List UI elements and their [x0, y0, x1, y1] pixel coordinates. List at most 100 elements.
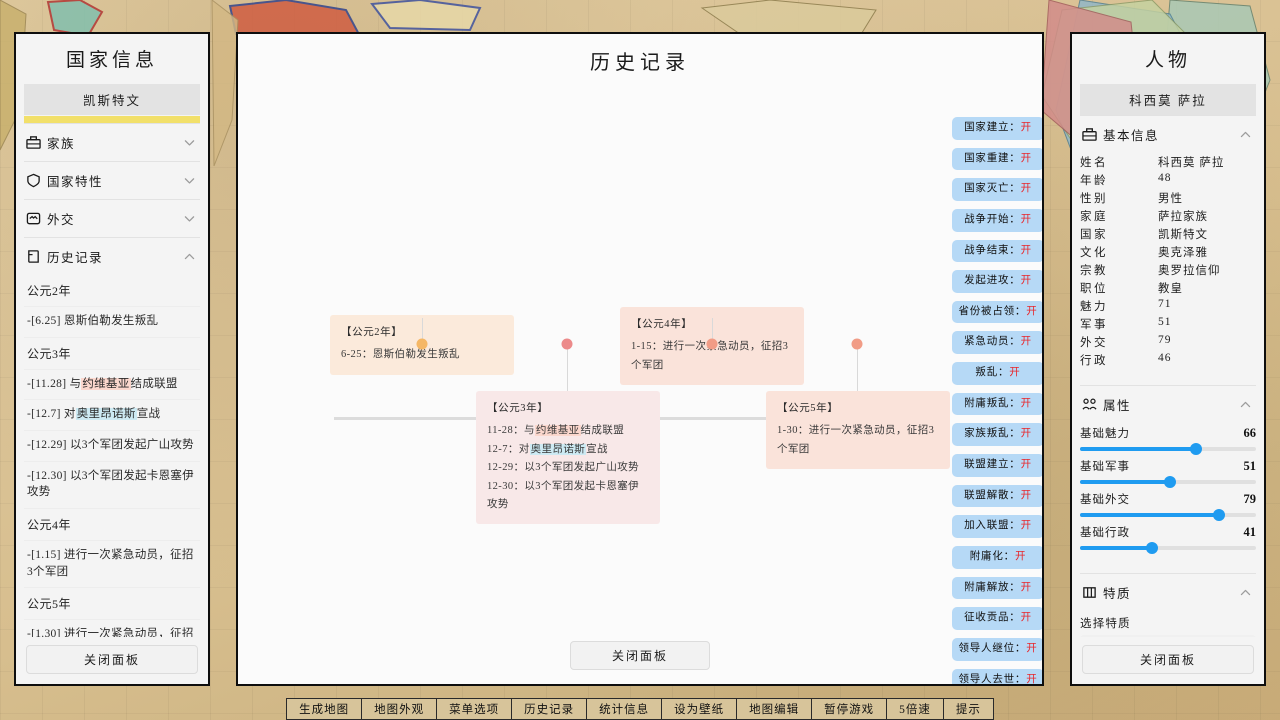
- timeline-dot[interactable]: [706, 338, 718, 350]
- timeline-card-year: 【公元5年】: [777, 403, 839, 414]
- event-filter-家族叛乱[interactable]: 家族叛乱：开: [952, 423, 1042, 447]
- timeline-area[interactable]: 【公元2年】6-25：恩斯伯勒发生叛乱【公元3年】11-28：与约维基亚结成联盟…: [238, 85, 1042, 684]
- event-filter-state: 开: [1020, 489, 1032, 501]
- history-entry[interactable]: -[12.29] 以3个军团发起广山攻势: [24, 431, 200, 462]
- timeline-stem: [712, 318, 713, 344]
- close-panel-button[interactable]: 关闭面板: [26, 645, 198, 674]
- event-filter-紧急动员[interactable]: 紧急动员：开: [952, 331, 1042, 355]
- event-filter-领导人继位[interactable]: 领导人继位：开: [952, 637, 1042, 661]
- attribute-slider[interactable]: [1080, 443, 1256, 455]
- section-header-外交[interactable]: 外交: [24, 200, 200, 237]
- event-filter-战争开始[interactable]: 战争开始：开: [952, 208, 1042, 232]
- attribute-slider[interactable]: [1080, 542, 1256, 554]
- toolbar-button-菜单选项[interactable]: 菜单选项: [436, 698, 512, 720]
- event-filter-state: 开: [1026, 673, 1038, 685]
- section-header-attributes[interactable]: 属性: [1080, 386, 1256, 423]
- timeline-card-event: 1-30：进行一次紧急动员，征招3个军团: [777, 425, 935, 455]
- slider-knob[interactable]: [1163, 476, 1176, 488]
- event-filter-加入联盟[interactable]: 加入联盟：开: [952, 515, 1042, 538]
- toolbar-button-地图编辑[interactable]: 地图编辑: [736, 698, 812, 720]
- event-filter-叛乱[interactable]: 叛乱：开: [952, 362, 1042, 385]
- spacer: [1080, 369, 1256, 385]
- event-filter-联盟解散[interactable]: 联盟解散：开: [952, 484, 1042, 508]
- event-filter-state: 开: [1014, 550, 1027, 562]
- timeline-dot[interactable]: [851, 338, 863, 350]
- event-filter-征收贡品[interactable]: 征收贡品：开: [952, 607, 1042, 630]
- attribute-value: 51: [1243, 459, 1257, 473]
- event-filter-state: 开: [1020, 581, 1032, 593]
- event-filter-发起进攻[interactable]: 发起进攻：开: [952, 270, 1042, 293]
- info-key: 军事: [1080, 319, 1108, 331]
- history-entry[interactable]: -[12.30] 以3个军团发起卡恩塞伊攻势: [24, 462, 200, 510]
- event-filter-联盟建立[interactable]: 联盟建立：开: [952, 454, 1042, 477]
- trait-field-label: 选择特质: [1080, 618, 1131, 630]
- history-entry[interactable]: -[1.30] 进行一次紧急动员，征招3个军团: [24, 620, 200, 637]
- event-filter-国家重建[interactable]: 国家重建：开: [952, 147, 1042, 171]
- toolbar-button-提示[interactable]: 提示: [942, 698, 994, 720]
- slider-knob[interactable]: [1190, 443, 1203, 455]
- history-entry[interactable]: -[12.7] 对奥里昂诺斯宣战: [24, 400, 200, 432]
- person-panel-footer: 关闭面板: [1072, 637, 1264, 684]
- country-panel-footer: 关闭面板: [16, 637, 208, 684]
- event-filter-附庸叛乱[interactable]: 附庸叛乱：开: [952, 392, 1042, 416]
- toolbar-button-5倍速[interactable]: 5倍速: [886, 698, 943, 720]
- country-name-chip[interactable]: 凯斯特文: [24, 84, 200, 115]
- toolbar-button-地图外观[interactable]: 地图外观: [361, 698, 437, 720]
- event-filter-state: 开: [1020, 213, 1032, 225]
- family-icon: [26, 135, 41, 150]
- info-value: 奥克泽雅: [1158, 247, 1208, 259]
- section-header-traits[interactable]: 特质: [1080, 574, 1256, 611]
- history-record-title: 历史记录: [238, 34, 1042, 85]
- section-header-basic-info[interactable]: 基本信息: [1080, 116, 1256, 153]
- slider-knob[interactable]: [1146, 542, 1159, 554]
- history-panel-footer: 关闭面板: [238, 635, 1042, 684]
- history-entry[interactable]: -[11.28] 与约维基亚结成联盟: [24, 370, 200, 401]
- close-panel-button[interactable]: 关闭面板: [570, 641, 710, 670]
- toolbar-button-历史记录[interactable]: 历史记录: [511, 698, 587, 720]
- attribute-slider[interactable]: [1080, 476, 1256, 488]
- country-info-title: 国家信息: [16, 34, 208, 84]
- timeline-card-year: 【公元2年】: [341, 327, 403, 338]
- timeline-card[interactable]: 【公元5年】 1-30：进行一次紧急动员，征招3个军团: [766, 391, 950, 470]
- toolbar-button-生成地图[interactable]: 生成地图: [286, 698, 362, 720]
- event-filter-省份被占领[interactable]: 省份被占领：开: [952, 300, 1042, 324]
- event-filter-附庸化[interactable]: 附庸化：开: [952, 545, 1042, 569]
- toolbar-button-暂停游戏[interactable]: 暂停游戏: [811, 698, 887, 720]
- event-filter-label: 联盟解散：: [964, 489, 1021, 501]
- info-value: 79: [1158, 334, 1172, 346]
- history-entry[interactable]: -[6.25] 恩斯伯勒发生叛乱: [24, 307, 200, 338]
- spacer: [1080, 557, 1256, 573]
- section-label: 历史记录: [47, 251, 104, 265]
- slider-knob[interactable]: [1213, 509, 1226, 521]
- event-filter-国家建立[interactable]: 国家建立：开: [952, 117, 1042, 140]
- event-filter-label: 国家建立：: [964, 122, 1021, 133]
- section-header-历史记录[interactable]: 历史记录: [24, 238, 200, 275]
- close-panel-button[interactable]: 关闭面板: [1082, 645, 1254, 674]
- timeline-card-event: 12-7：对奥里昂诺斯宣战: [487, 443, 608, 455]
- toolbar-button-统计信息[interactable]: 统计信息: [586, 698, 662, 720]
- timeline-dot[interactable]: [561, 338, 573, 350]
- event-filter-state: 开: [1026, 642, 1038, 654]
- section-label: 国家特性: [47, 175, 104, 189]
- event-filter-战争结束[interactable]: 战争结束：开: [952, 239, 1042, 263]
- section-header-家族[interactable]: 家族: [24, 124, 200, 161]
- history-entry[interactable]: -[1.15] 进行一次紧急动员，征招3个军团: [24, 541, 200, 589]
- timeline-dot[interactable]: [416, 338, 428, 350]
- event-filter-国家灭亡[interactable]: 国家灭亡：开: [952, 178, 1042, 201]
- event-filter-领导人去世[interactable]: 领导人去世：开: [952, 668, 1042, 685]
- handshake-icon: [26, 211, 41, 226]
- attribute-slider[interactable]: [1080, 509, 1256, 521]
- toolbar-button-设为壁纸[interactable]: 设为壁纸: [661, 698, 737, 720]
- history-year-label: 公元2年: [24, 275, 200, 307]
- trait-select[interactable]: 选择特质: [1080, 635, 1256, 637]
- country-info-body: 凯斯特文 家族国家特性外交历史记录公元2年-[6.25] 恩斯伯勒发生叛乱公元3…: [16, 84, 208, 637]
- info-row: 宗教奥罗拉信仰: [1080, 261, 1256, 279]
- chevron-down-icon: [183, 174, 196, 187]
- section-header-国家特性[interactable]: 国家特性: [24, 162, 200, 199]
- person-name-chip[interactable]: 科西莫 萨拉: [1080, 84, 1256, 115]
- event-filter-附庸解放[interactable]: 附庸解放：开: [952, 576, 1042, 600]
